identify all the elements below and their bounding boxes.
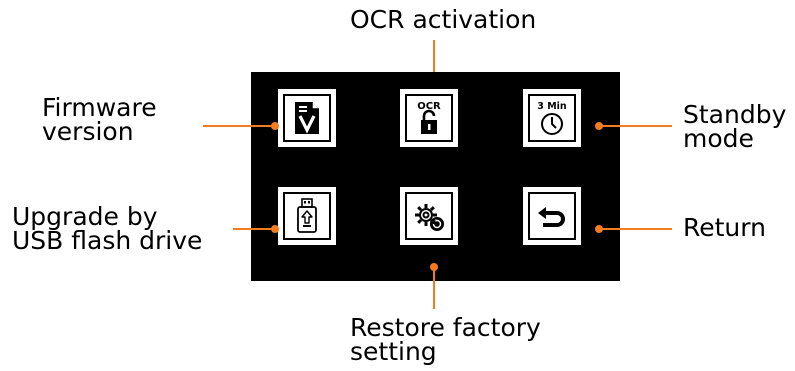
label-firmware-version: Firmware version — [42, 93, 157, 146]
connector-dot-standby — [595, 122, 603, 130]
connector-upgrade — [233, 228, 275, 230]
connector-restore — [433, 267, 435, 309]
label-return: Return — [683, 213, 766, 242]
clock-icon: 3 Min — [537, 101, 567, 135]
return-arrow-icon — [538, 207, 565, 227]
tile-return[interactable] — [523, 187, 581, 245]
gears-restore-icon — [415, 204, 444, 231]
connector-firmware — [203, 125, 275, 127]
label-ocr-activation: OCR activation — [350, 5, 537, 34]
connector-dot-return — [595, 225, 603, 233]
connector-dot-upgrade — [271, 225, 279, 233]
label-standby-mode: Standby mode — [683, 100, 787, 153]
device-screen: OCR 3 Min — [251, 72, 620, 281]
document-v-icon — [295, 102, 319, 134]
connector-ocr — [433, 40, 435, 78]
tile-ocr-activation[interactable]: OCR — [400, 89, 458, 147]
standby-caption: 3 Min — [537, 101, 567, 112]
connector-standby — [599, 125, 672, 127]
unlocked-padlock-icon: OCR — [417, 101, 441, 134]
tile-usb-upgrade[interactable] — [278, 187, 336, 245]
label-upgrade-usb: Upgrade by USB flash drive — [12, 202, 203, 255]
label-restore-factory: Restore factory setting — [350, 313, 541, 366]
usb-drive-upload-icon — [297, 198, 317, 233]
tile-restore-factory[interactable] — [400, 187, 458, 245]
connector-return — [599, 228, 672, 230]
tile-firmware-version[interactable] — [278, 89, 336, 147]
ocr-caption: OCR — [417, 101, 441, 112]
tile-standby-mode[interactable]: 3 Min — [523, 89, 581, 147]
connector-dot-firmware — [271, 122, 279, 130]
